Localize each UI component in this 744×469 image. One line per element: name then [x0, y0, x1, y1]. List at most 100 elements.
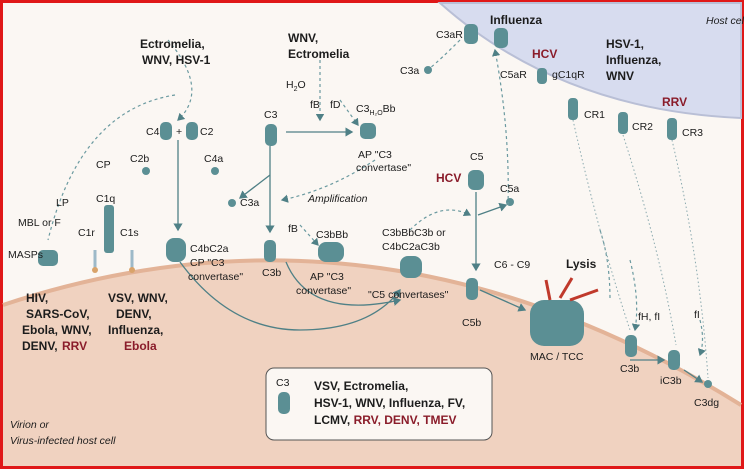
label-c3bbbc3b-1: C3bBbC3b or — [382, 227, 446, 239]
virus-hiv-1: HIV, — [26, 291, 48, 305]
label-c4: C4 — [146, 126, 160, 138]
label-c6c9: C6 - C9 — [494, 259, 530, 271]
label-fb: fB — [310, 99, 320, 111]
label-fh-fi: fH, fI — [638, 311, 660, 323]
label-c2b: C2b — [130, 153, 149, 165]
label-ap-c3-mid-1: AP "C3 — [310, 271, 344, 283]
label-c3bbb: C3bBb — [316, 229, 348, 241]
legend-c3-label: C3 — [276, 377, 290, 389]
legend-line2: HSV-1, WNV, Influenza, FV, — [314, 396, 465, 410]
label-c5b: C5b — [462, 317, 481, 329]
virus-hiv-2: SARS-CoV, — [26, 307, 90, 321]
c5-convertase-shape — [400, 256, 422, 278]
dashed-arrows — [47, 39, 706, 357]
c4a-shape — [211, 167, 219, 175]
virion-label-line2: Virus-infected host cell — [10, 435, 116, 447]
c2b-shape — [142, 167, 150, 175]
legend-box — [265, 367, 493, 441]
label-cp-c3-2: convertase" — [188, 271, 243, 283]
label-ap-c3-top-2: convertase" — [356, 162, 411, 174]
label-cr1: CR1 — [584, 109, 605, 121]
label-cr3: CR3 — [682, 127, 703, 139]
label-c1r: C1r — [78, 227, 95, 239]
virus-hsv-influenza-2: Influenza, — [606, 53, 661, 67]
label-fi: fI — [694, 309, 700, 321]
c1-legs — [93, 250, 134, 268]
label-c5: C5 — [470, 151, 484, 163]
label-gc1qr: gC1qR — [552, 69, 585, 81]
label-c5-convertases: "C5 convertases" — [368, 289, 449, 301]
label-c3bbbc3b-2: C4bC2aC3b — [382, 241, 440, 253]
label-c4bc2a: C4bC2a — [190, 243, 229, 255]
ic3b-shape — [668, 350, 680, 370]
label-h2o: H2O — [286, 79, 306, 93]
c5b-shape — [466, 278, 478, 300]
label-masps: MASPs — [8, 249, 43, 261]
virus-hiv-4: DENV, — [22, 339, 58, 353]
pathway-arrows — [173, 127, 704, 383]
virus-hsv-influenza-1: HSV-1, — [606, 37, 644, 51]
virion-membrane — [3, 260, 741, 466]
c4bc2a-shape — [166, 238, 186, 262]
c3b-mid-shape — [264, 240, 276, 262]
lysis-arrows — [544, 277, 599, 302]
label-ap-c3-top-1: AP "C3 — [358, 149, 392, 161]
label-mac-tcc: MAC / TCC — [530, 351, 584, 363]
label-cp-c3-1: CP "C3 — [190, 257, 225, 269]
virion-label-line1: Virion or — [10, 419, 49, 431]
virus-vsv-ebola: Ebola — [124, 339, 157, 353]
cr1-receptor-shape — [568, 98, 578, 120]
c3b-right-shape — [625, 335, 637, 357]
c3bbb-shape — [318, 242, 344, 262]
c5a-shape — [506, 198, 514, 206]
mac-tcc-shape — [530, 300, 584, 346]
label-c3dg: C3dg — [694, 397, 719, 409]
virus-vsv-1: VSV, WNV, — [108, 291, 168, 305]
virus-vsv-2: DENV, — [116, 307, 152, 321]
virus-hcv-c5: HCV — [436, 171, 461, 185]
label-c3a-mid: C3a — [240, 197, 259, 209]
host-cell-label: Host cell — [706, 15, 744, 27]
label-c5a: C5a — [500, 183, 519, 195]
label-ap-c3-mid-2: convertase" — [296, 285, 351, 297]
label-c3b-right: C3b — [620, 363, 639, 375]
label-lysis: Lysis — [566, 257, 597, 271]
label-cp: CP — [96, 159, 111, 171]
virus-influenza-top: Influenza — [490, 13, 542, 27]
legend-line1: VSV, Ectromelia, — [314, 379, 408, 393]
cr3-receptor-shape — [667, 118, 677, 140]
virus-rrv-receptor: RRV — [662, 95, 687, 109]
c3dg-shape — [704, 380, 712, 388]
label-c4a: C4a — [204, 153, 223, 165]
label-c1q: C1q — [96, 193, 115, 205]
virus-hsv-influenza-3: WNV — [606, 69, 634, 83]
c2-shape — [186, 122, 198, 140]
virus-hiv-3: Ebola, WNV, — [22, 323, 92, 337]
legend-line3: LCMV, RRV, DENV, TMEV — [314, 413, 457, 427]
masp-shape — [38, 250, 58, 266]
label-plus: + — [176, 126, 182, 138]
c5-shape — [468, 170, 484, 190]
label-c3a-top: C3a — [400, 65, 419, 77]
c1-feet — [92, 267, 135, 273]
virus-vsv-3: Influenza, — [108, 323, 163, 337]
label-c2: C2 — [200, 126, 214, 138]
cr2-receptor-shape — [618, 112, 628, 134]
label-mbl: MBL or F — [18, 217, 61, 229]
virus-ectromelia-1: Ectromelia, — [140, 37, 205, 51]
label-fd: fD — [330, 99, 341, 111]
dotted-links — [572, 119, 709, 379]
label-c1s: C1s — [120, 227, 139, 239]
label-cr2: CR2 — [632, 121, 653, 133]
label-lp: LP — [56, 197, 69, 209]
c3h2obb-shape — [360, 123, 376, 139]
label-fb2: fB — [288, 223, 298, 235]
c1q-shape — [104, 205, 114, 253]
virus-wnv-ectromelia-1: WNV, — [288, 31, 318, 45]
label-c3b-mid: C3b — [262, 267, 281, 279]
label-ic3b: iC3b — [660, 375, 682, 387]
gc1qr-receptor-shape — [537, 68, 547, 84]
protein-shapes — [38, 24, 712, 388]
virus-hiv-rrv: RRV — [62, 339, 87, 353]
